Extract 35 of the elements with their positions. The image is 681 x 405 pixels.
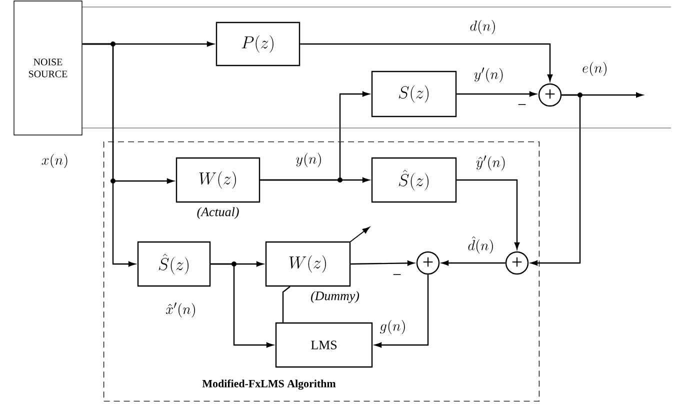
block-box: $\hat{S}(z)$: [137, 241, 211, 287]
arrow: [350, 260, 414, 266]
arrow: [300, 43, 553, 82]
arrow: [456, 179, 520, 250]
block-box: $W(z)$: [265, 241, 351, 287]
minus-sign: −: [518, 104, 526, 105]
summing-junction: +: [505, 251, 529, 275]
minus-sign: −: [393, 274, 401, 275]
summing-junction: +: [538, 83, 562, 107]
block-box: $P(z)$: [216, 22, 300, 66]
source-box: NOISE SOURCE: [14, 0, 82, 136]
block-box: $W(z)$: [176, 157, 260, 203]
edge-label: $\hat{x}'(n)$: [164, 302, 198, 318]
arrow: [530, 94, 581, 266]
arrow: [442, 260, 506, 266]
edge-label: $\hat{d}(n)$: [466, 235, 496, 255]
block-box: LMS: [275, 322, 373, 368]
arrow: [82, 43, 136, 267]
filter-caption: (Actual): [197, 207, 239, 219]
edge-label: $e(n)$: [581, 60, 609, 78]
edge-label: $y'(n)$: [472, 66, 506, 84]
arrow: [260, 177, 370, 183]
edge-label: $g(n)$: [378, 318, 408, 336]
summing-junction: +: [416, 251, 440, 275]
arrow: [210, 263, 274, 348]
filter-caption: (Dummy): [311, 291, 360, 303]
edge-label: $\hat{y}'(n)$: [474, 154, 508, 172]
edge-label: $x(n)$: [40, 152, 70, 170]
edge-label: $y(n)$: [294, 152, 324, 168]
arrow: [456, 91, 536, 97]
arrow: [374, 274, 429, 348]
block-box: $S(z)$: [371, 70, 457, 118]
frame-title: Modified-FxLMS Algorithm: [202, 379, 336, 390]
block-box: $\hat{S}(z)$: [371, 157, 457, 203]
edge-label: $d(n)$: [468, 18, 498, 36]
